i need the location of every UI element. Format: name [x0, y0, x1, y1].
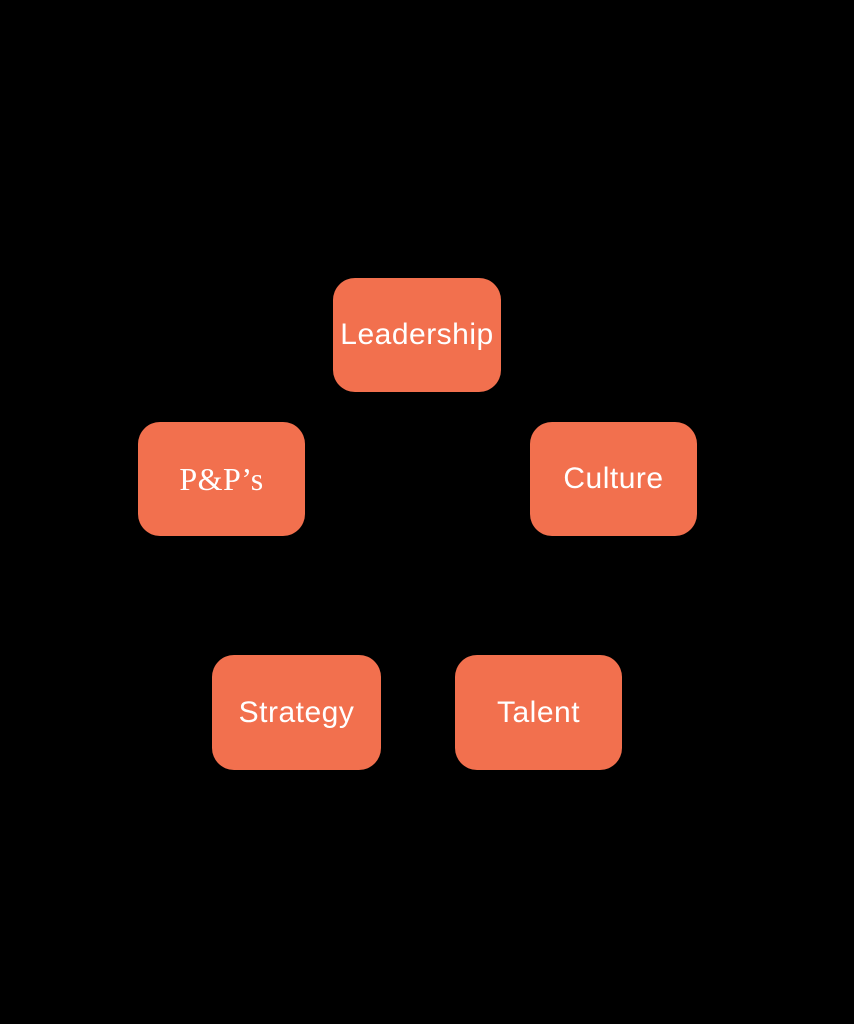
node-talent: Talent: [455, 655, 622, 770]
node-leadership: Leadership: [333, 278, 501, 392]
node-pnps: P&P’s: [138, 422, 305, 536]
node-leadership-label: Leadership: [340, 318, 494, 351]
node-culture-label: Culture: [563, 462, 664, 495]
node-talent-label: Talent: [496, 695, 581, 729]
node-culture: Culture: [530, 422, 697, 536]
node-strategy-label: Strategy: [238, 695, 355, 729]
node-pnps-label: P&P’s: [179, 460, 264, 497]
node-strategy: Strategy: [212, 655, 381, 770]
